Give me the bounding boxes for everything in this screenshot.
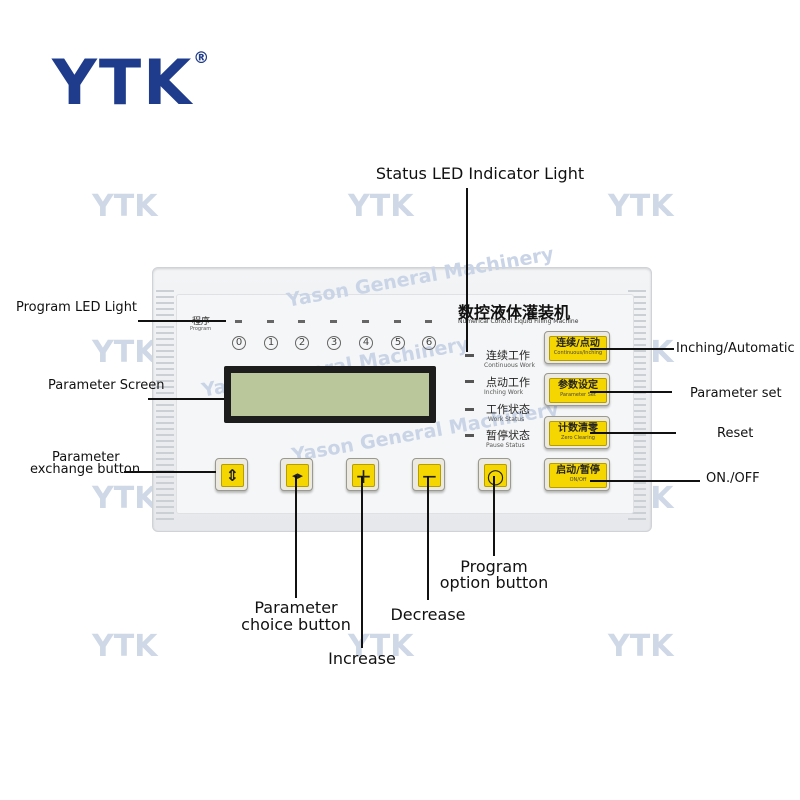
program-led	[235, 320, 242, 323]
program-led	[362, 320, 369, 323]
button-label-cn: 启动/暂停	[556, 465, 600, 476]
status-label-en: Pause Status	[486, 442, 525, 449]
left-right-arrow-icon: ◂▸	[286, 464, 309, 487]
callout-program-led: Program LED Light	[16, 300, 138, 315]
panel-title-cn: 数控液体灌装机	[458, 303, 571, 322]
callout-increase: Increase	[328, 649, 396, 668]
status-led	[465, 434, 474, 437]
status-label-en: Work Status	[488, 416, 525, 423]
watermark: YTK	[608, 629, 674, 664]
callout-reset: Reset	[717, 426, 754, 441]
callout-line	[138, 320, 226, 322]
callout-choice-line1: Parameter	[254, 598, 338, 617]
callout-line	[590, 391, 672, 393]
callout-line	[295, 476, 297, 598]
registered-mark: ®	[193, 48, 212, 67]
program-number: 2	[295, 336, 309, 350]
status-label-cn: 连续工作	[486, 349, 530, 362]
increase-button[interactable]: +	[346, 458, 379, 491]
watermark: YTK	[348, 189, 414, 224]
callout-status-led: Status LED Indicator Light	[375, 164, 585, 183]
status-label-cn: 工作状态	[486, 403, 530, 416]
program-number: 3	[327, 336, 341, 350]
watermark: YTK	[92, 335, 158, 370]
plus-icon: +	[352, 464, 375, 487]
program-led	[394, 320, 401, 323]
parameter-choice-button[interactable]: ◂▸	[280, 458, 313, 491]
callout-choice-line2: choice button	[241, 615, 351, 634]
button-label-en: ON/Off	[569, 477, 587, 483]
panel-title-en: Numerical Control Liquid Filling Machine	[458, 318, 579, 325]
callout-line	[590, 480, 700, 482]
program-label-cn: 程序	[192, 317, 211, 327]
callout-line	[590, 432, 676, 434]
callout-line	[493, 476, 495, 556]
program-number: 6	[422, 336, 436, 350]
parameter-screen	[231, 373, 429, 416]
callout-line	[148, 398, 224, 400]
circle-icon: ○	[484, 464, 507, 487]
ytk-logo: YTK®	[52, 50, 211, 114]
watermark: YTK	[348, 629, 414, 664]
program-number: 1	[264, 336, 278, 350]
callout-exchange-line2: exchange button	[30, 462, 141, 477]
program-led	[330, 320, 337, 323]
watermark: YTK	[92, 481, 158, 516]
button-label-en: Parameter Set	[560, 392, 596, 398]
callout-program-opt-line2: option button	[439, 573, 549, 592]
callout-line	[361, 476, 363, 648]
status-label-cn: 点动工作	[486, 376, 530, 389]
up-down-arrow-icon: ⇕	[221, 464, 244, 487]
status-label-en: Inching Work	[484, 389, 524, 396]
callout-inching-automatic: Inching/Automatic	[676, 341, 795, 356]
watermark: YTK	[608, 189, 674, 224]
watermark: YTK	[92, 629, 158, 664]
callout-parameter-set: Parameter set	[690, 386, 782, 401]
button-label-cn: 参数设定	[558, 380, 598, 391]
parameter-exchange-button[interactable]: ⇕	[215, 458, 248, 491]
program-led	[425, 320, 432, 323]
button-label-cn: 计数清零	[558, 423, 598, 434]
callout-line	[590, 348, 674, 350]
button-label-cn: 连续/点动	[556, 338, 600, 349]
program-label-en: Program	[190, 326, 212, 332]
status-led	[465, 408, 474, 411]
program-led	[267, 320, 274, 323]
status-led	[465, 354, 474, 357]
status-label-en: Continuous Work	[484, 362, 535, 369]
program-number: 4	[359, 336, 373, 350]
button-label-en: Continuous/Inching	[553, 350, 603, 356]
callout-exchange-line1: Parameter	[52, 450, 120, 465]
callout-line	[466, 188, 468, 352]
program-led	[298, 320, 305, 323]
logo-text: YTK	[52, 46, 194, 119]
callout-parameter-screen: Parameter Screen	[48, 378, 165, 393]
status-led	[465, 380, 474, 383]
callout-on-off: ON./OFF	[706, 471, 760, 486]
program-number: 0	[232, 336, 246, 350]
minus-icon: −	[418, 464, 441, 487]
callout-decrease: Decrease	[390, 605, 466, 624]
callout-line	[427, 476, 429, 600]
status-label-cn: 暂停状态	[486, 429, 530, 442]
panel-ribs-left	[156, 290, 174, 520]
program-number: 5	[391, 336, 405, 350]
button-label-en: Zero Clearing	[561, 435, 595, 441]
watermark: YTK	[92, 189, 158, 224]
callout-line	[124, 471, 216, 473]
callout-program-opt-line1: Program	[460, 557, 528, 576]
